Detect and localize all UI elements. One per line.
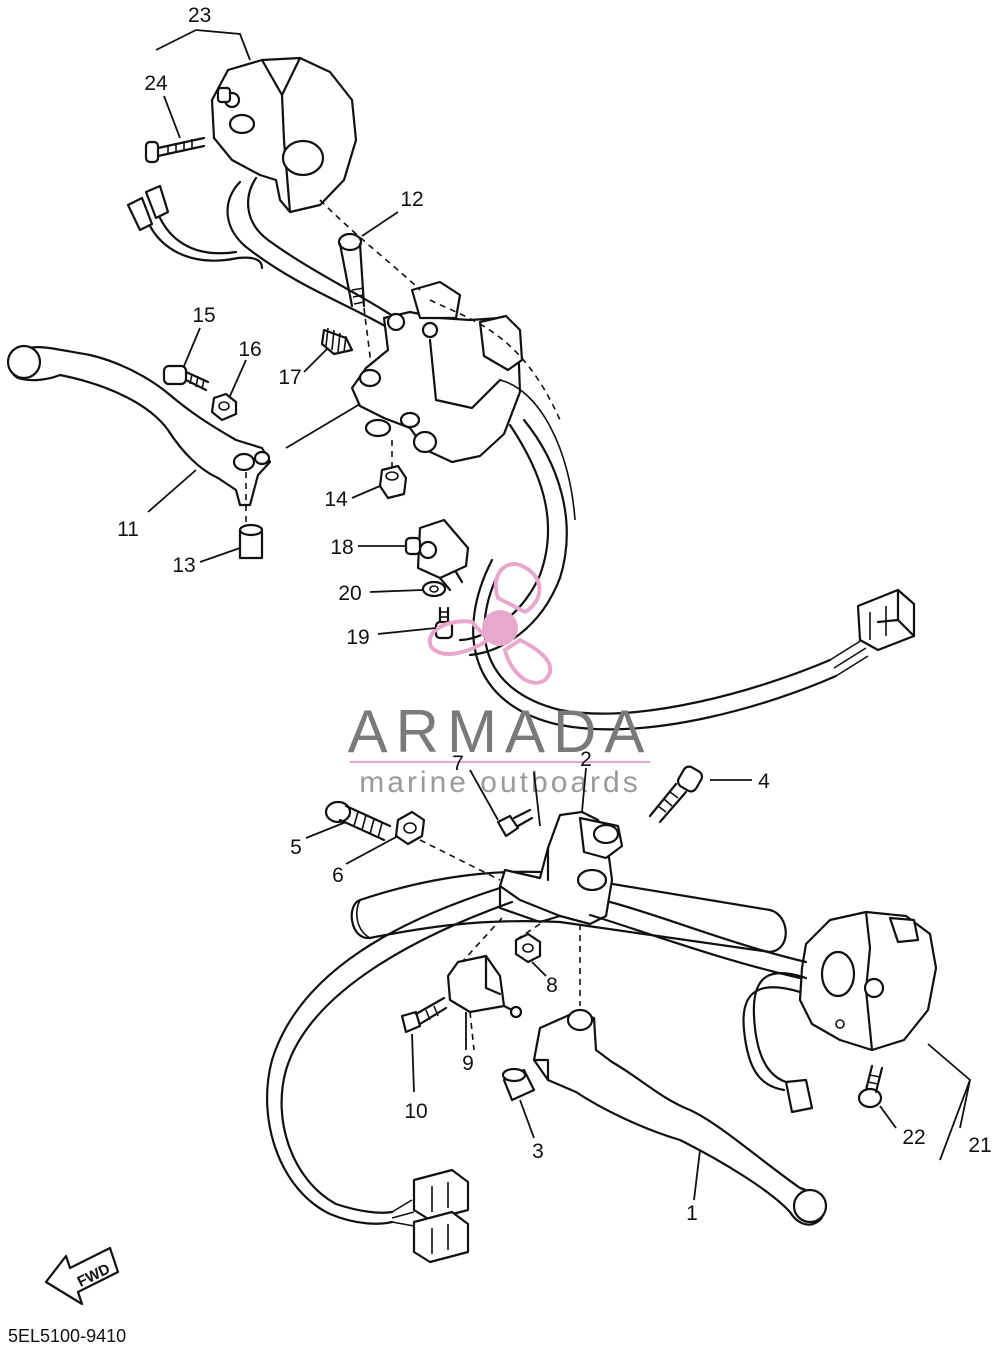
bolt-12	[337, 232, 373, 373]
callout-7: 7	[452, 752, 464, 775]
nut-6	[394, 810, 426, 846]
switch-wiring	[126, 176, 398, 332]
callout-11: 11	[117, 518, 139, 541]
callout-10: 10	[404, 1100, 427, 1123]
screw-22	[857, 1064, 884, 1109]
upper-assembly	[6, 56, 916, 731]
callout-3: 3	[532, 1140, 544, 1163]
left-handlebar-switch	[210, 56, 358, 214]
bolt-15	[162, 364, 210, 392]
right-handlebar-switch	[798, 910, 938, 1052]
callout-8: 8	[546, 974, 558, 997]
lever-holder-2	[498, 810, 624, 926]
callout-24: 24	[144, 72, 168, 95]
master-cylinder	[350, 280, 524, 475]
callout-17: 17	[278, 366, 301, 389]
watermark-title: ARMADA	[348, 698, 653, 765]
brake-switch-18	[404, 518, 470, 592]
callout-4: 4	[758, 770, 770, 793]
spring-17	[320, 327, 354, 356]
callout-5: 5	[290, 836, 302, 859]
callout-18: 18	[330, 536, 353, 559]
brake-lever-11	[6, 344, 272, 525]
bolt-4	[648, 765, 704, 824]
collar-3	[501, 1067, 536, 1102]
leader-lines	[147, 29, 972, 1201]
callout-13: 13	[172, 554, 195, 577]
bolt-5	[324, 800, 392, 842]
callout-14: 14	[324, 488, 348, 511]
nut-14	[378, 464, 408, 500]
callout-labels: 23 24 12 15 16 17 11 13 14 18 20 19 2 7 …	[117, 4, 992, 1225]
lower-harness	[265, 886, 514, 1264]
screw-10	[400, 996, 448, 1034]
watermark-subtitle: marine outboards	[359, 766, 640, 799]
callout-2: 2	[580, 748, 592, 771]
callout-9: 9	[462, 1052, 474, 1075]
drawing-code: 5EL5100-9410	[8, 1326, 126, 1346]
screw-24	[144, 136, 206, 164]
collar-13	[238, 523, 264, 560]
clutch-lever-1	[532, 1008, 828, 1226]
callout-12: 12	[400, 188, 423, 211]
fwd-arrow: FWD	[44, 1246, 120, 1306]
callout-21: 21	[968, 1134, 991, 1157]
clutch-switch-9	[446, 954, 523, 1051]
callout-16: 16	[238, 338, 261, 361]
callout-22: 22	[902, 1126, 925, 1149]
washer-20	[421, 580, 447, 598]
nut-16	[210, 392, 238, 422]
right-switch-wiring	[588, 900, 814, 1114]
bolt-7	[496, 808, 534, 838]
callout-20: 20	[338, 582, 361, 605]
callout-23: 23	[188, 4, 211, 27]
nut-8	[514, 932, 542, 964]
lower-assembly	[265, 765, 938, 1264]
callout-15: 15	[192, 304, 215, 327]
callout-6: 6	[332, 864, 344, 887]
armada-watermark: ARMADA marine outboards	[348, 562, 653, 799]
callout-19: 19	[346, 626, 369, 649]
callout-1: 1	[686, 1202, 698, 1225]
propeller-logo	[427, 562, 553, 685]
